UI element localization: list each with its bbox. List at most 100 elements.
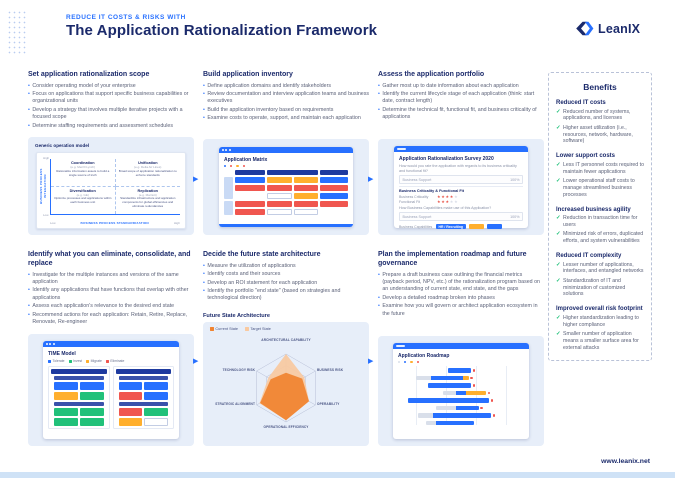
roadmap-figure: Application Roadmap <box>378 336 544 446</box>
panel-bullet: •Determine staffing requirements and ass… <box>28 122 173 129</box>
gantt-segment <box>428 383 472 388</box>
panel-bullets: •Gather most up to date information abou… <box>378 83 544 123</box>
matrix-column-header <box>235 170 265 176</box>
gantt-segment <box>418 413 434 418</box>
group-header-bar <box>51 369 107 374</box>
check-icon: ✓ <box>556 124 561 131</box>
cell <box>320 185 348 192</box>
gantt-row <box>398 405 524 411</box>
panel-future-state: Decide the future state architecture •Me… <box>203 250 369 446</box>
gantt-segment <box>415 375 431 381</box>
bullet-icon: • <box>378 303 380 310</box>
bullet-icon: • <box>378 271 380 278</box>
subgroup-header-bar <box>118 402 168 406</box>
panel-title: Identify what you can eliminate, consoli… <box>28 251 191 268</box>
end-of-life-dot <box>471 368 477 373</box>
star-rating: ★★★★★ <box>437 200 458 204</box>
end-of-life-dot <box>469 375 474 381</box>
y-axis-low-label: Low <box>43 213 49 217</box>
gantt-segment <box>433 413 492 418</box>
panel-bullet: •Identify the portfolio "end state" (bas… <box>203 288 341 302</box>
operating-model-figure: Generic operation model BUSINESS PROCESS… <box>28 137 194 235</box>
cell <box>79 382 104 390</box>
gantt-segment <box>463 375 469 381</box>
roadmap-title: Application Roadmap <box>398 353 450 359</box>
browser-footer-bar <box>219 224 353 227</box>
cell <box>118 382 143 390</box>
cell <box>118 408 143 416</box>
quadrant-plot: Coordination (e.g. Merrill Lynch) Ration… <box>50 159 180 215</box>
cell <box>235 177 265 184</box>
cell <box>293 185 318 192</box>
cell <box>404 361 407 364</box>
star-icon: ★ <box>449 193 455 199</box>
benefit-item: ✓Higher standardization leading to highe… <box>556 314 639 328</box>
check-icon: ✓ <box>556 215 561 222</box>
titlebar-pill <box>396 344 405 348</box>
browser-titlebar <box>219 147 353 153</box>
time-model-grid <box>48 366 174 429</box>
radar-chart <box>211 340 361 440</box>
panel-title: Assess the application portfolio <box>378 71 485 78</box>
gantt-row <box>398 420 524 426</box>
benefit-item: ✓Reduction in transaction time for users <box>556 215 638 228</box>
end-of-life-dot <box>486 390 492 396</box>
cell <box>79 392 104 400</box>
panel-bullet: •Develop an ROI statement for each appli… <box>203 279 318 286</box>
bullet-icon: • <box>28 91 30 98</box>
benefit-item: ✓Less IT personnel costs required to mai… <box>556 161 644 175</box>
panel-title: Build application inventory <box>203 71 293 78</box>
panel-bullets: •Define application domains and identify… <box>203 83 369 124</box>
bullet-icon: • <box>203 271 205 278</box>
gantt-segment <box>430 375 464 381</box>
legend-swatch <box>210 327 214 331</box>
titlebar-pill <box>397 147 406 151</box>
benefit-item: ✓Lower operational staff costs to manage… <box>556 178 635 198</box>
cell <box>224 165 227 168</box>
star-icon: ★ <box>449 199 455 205</box>
footer-strip <box>0 472 675 478</box>
panel-set-scope: Set application rationalization scope • C… <box>28 70 194 235</box>
decline-button <box>468 224 484 229</box>
panel-bullet: •Develop a detailed roadmap broken into … <box>378 294 495 301</box>
panel-bullet: •Build the application inventory based o… <box>203 106 334 113</box>
cell <box>144 382 168 390</box>
window-dot-icon <box>228 149 231 151</box>
end-of-life-dot <box>479 405 484 411</box>
bullet-icon: • <box>28 303 30 310</box>
quadrant-diversification: Diversification (e.g. GE) Optimize proce… <box>51 186 116 214</box>
subgroup-header-bar <box>118 376 168 380</box>
operating-model-card: BUSINESS PROCESS INTEGRATION High Low Co… <box>36 152 186 229</box>
submit-button <box>486 224 502 229</box>
radar-figure: Current State Target State ARCHITECTURAL… <box>203 322 369 446</box>
gantt-segment <box>425 420 436 426</box>
header-eyebrow: REDUCE IT COSTS & RISKS WITH <box>66 14 186 21</box>
panel-bullet: •Examine how you will govern or architec… <box>378 303 538 317</box>
panel-title: Set application rationalization scope <box>28 71 150 78</box>
radar-axis-label: OPERATIONAL EFFICIENCY <box>263 425 309 429</box>
time-model-window: TIME Model Tolerate Invest Migrate Elimi… <box>43 341 179 439</box>
matrix-row-label <box>224 177 233 200</box>
check-icon: ✓ <box>556 261 561 268</box>
arrow-right-icon: ▶ <box>193 176 199 183</box>
bullet-icon: • <box>28 287 30 294</box>
window-dot-icon <box>225 149 228 151</box>
time-model-figure: TIME Model Tolerate Invest Migrate Elimi… <box>28 334 194 446</box>
panel-bullets: •Measure the utilization of applications… <box>203 263 369 304</box>
matrix-browser-window: Application Matrix <box>219 147 353 227</box>
subgroup-header-bar <box>54 376 104 380</box>
website-link[interactable]: www.leanix.net <box>601 458 650 465</box>
benefit-section: Lower support costs ✓Less IT personnel c… <box>556 153 644 198</box>
roadmap-legend <box>398 361 524 364</box>
cell <box>54 408 78 416</box>
survey-titlebar <box>394 146 528 152</box>
gantt-segment <box>448 368 472 373</box>
cell <box>54 392 78 400</box>
y-axis-high-label: High <box>43 156 50 160</box>
panel-bullets: •Investigate for the multiple instances … <box>28 272 194 328</box>
benefits-box: Benefits Reduced IT costs ✓Reduced numbe… <box>548 72 652 361</box>
cell <box>79 408 104 416</box>
bullet-icon: • <box>28 122 30 129</box>
